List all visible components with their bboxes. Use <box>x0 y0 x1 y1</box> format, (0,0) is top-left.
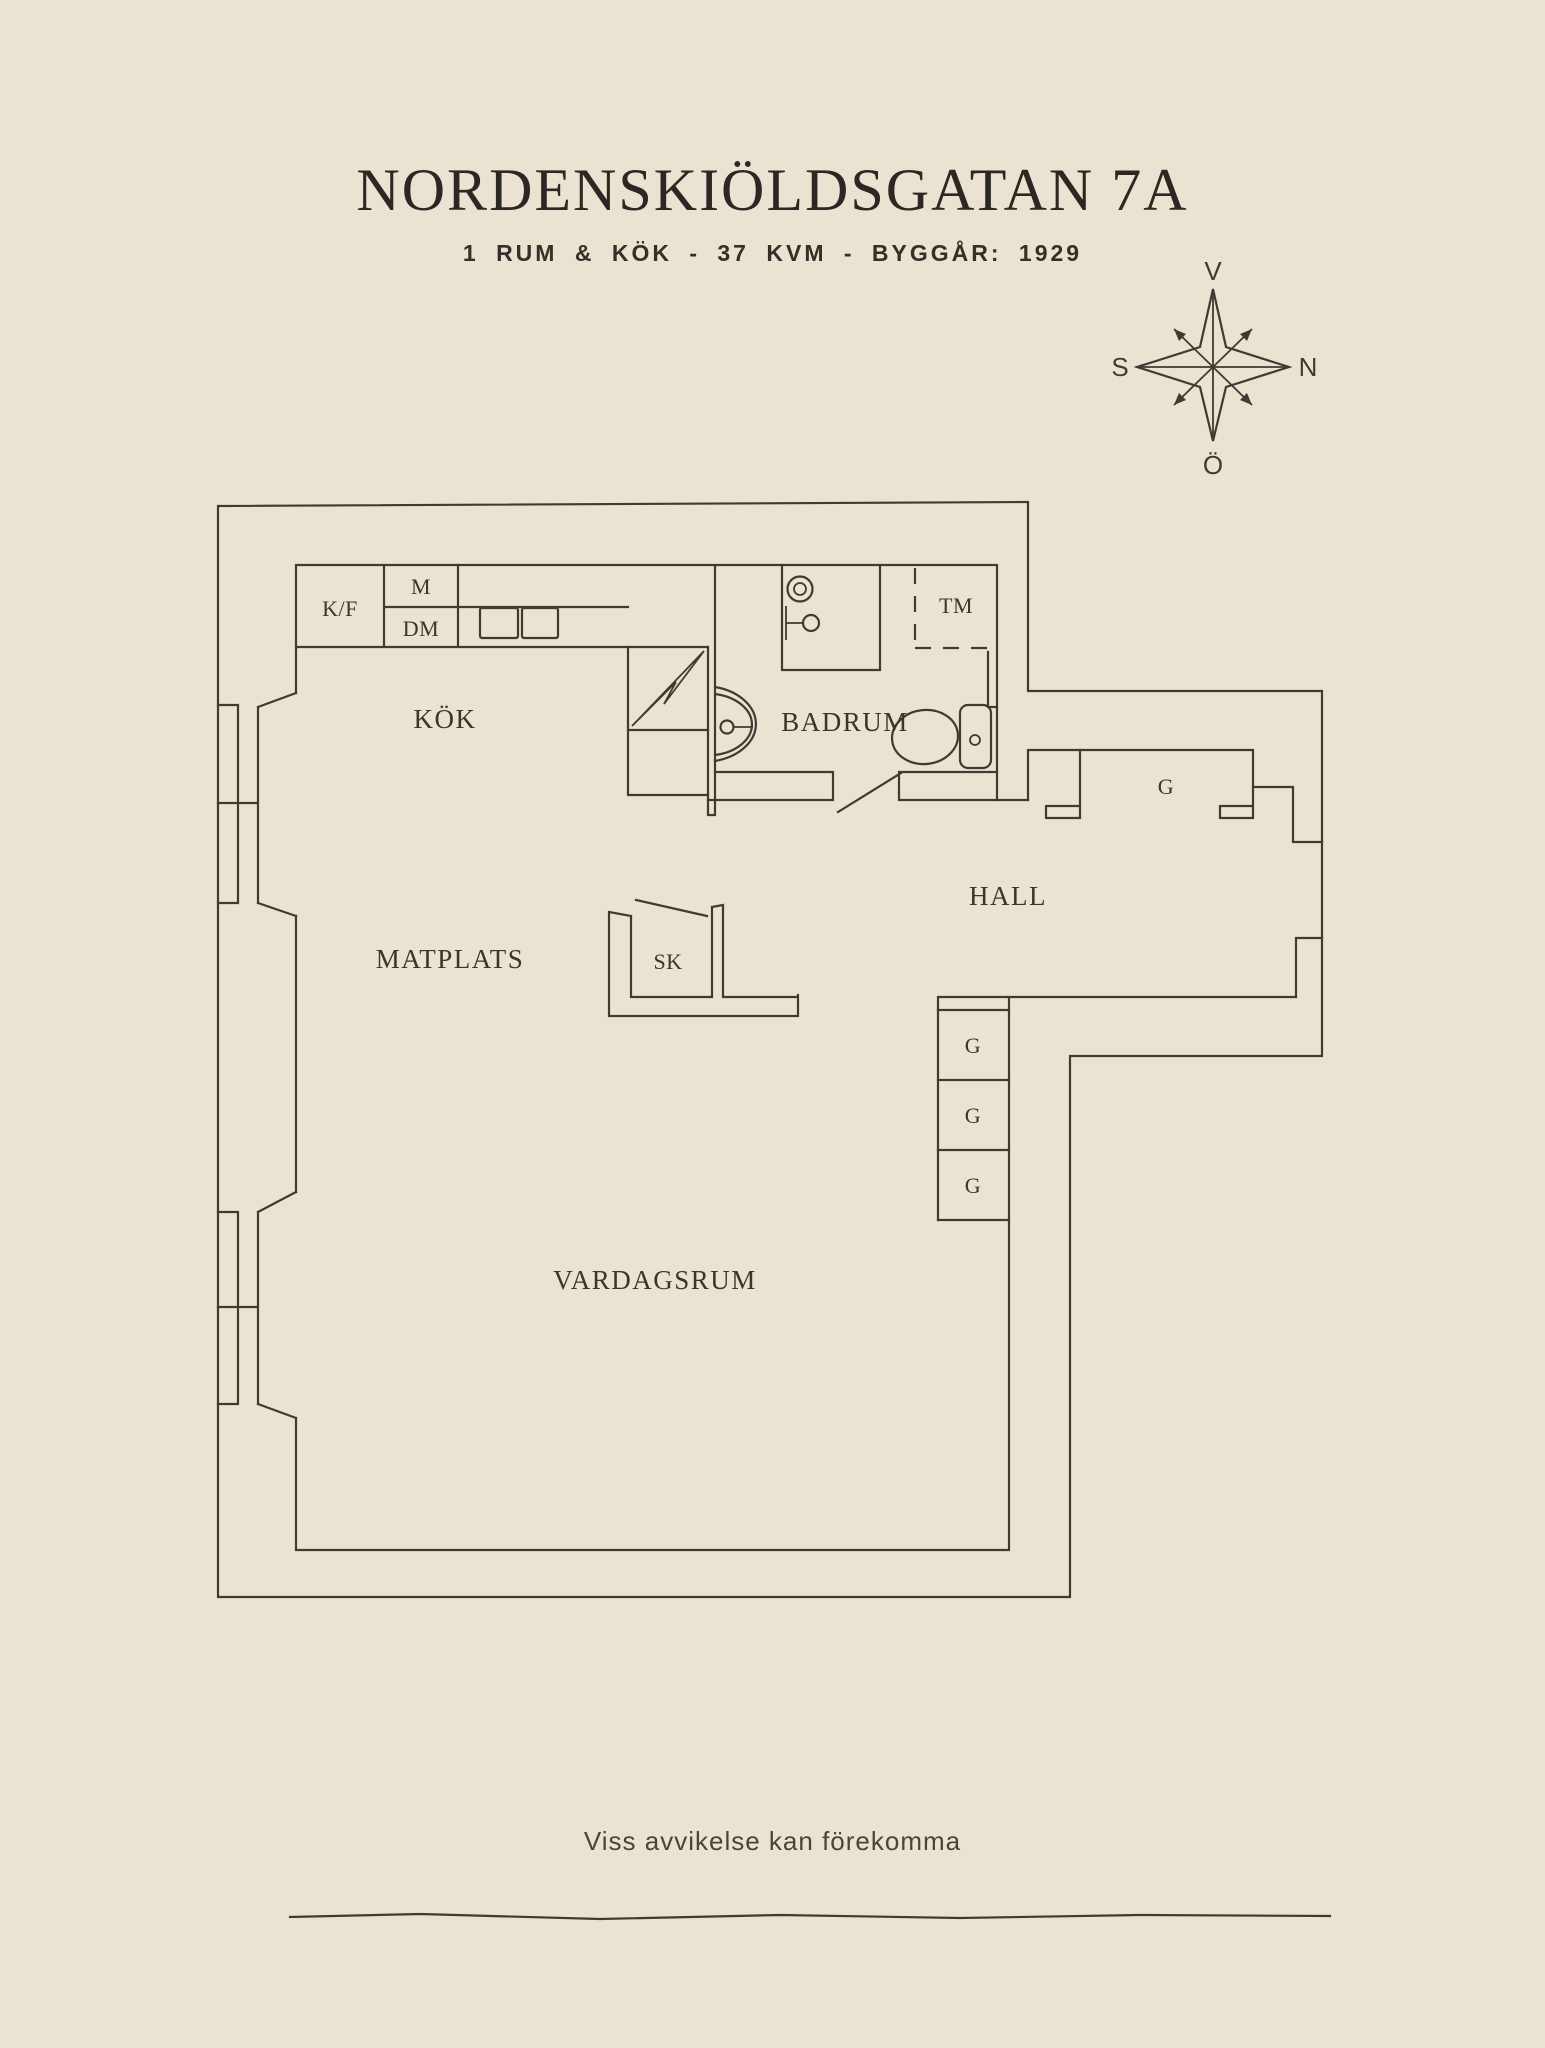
shower-valve-arm <box>785 606 804 640</box>
window-bay-upper <box>216 691 298 918</box>
sk-closet-label: SK <box>653 949 682 974</box>
compass-east-label: Ö <box>1203 450 1223 480</box>
window-lower-frame <box>216 1190 298 1420</box>
hall-wardrobe-niche <box>1044 748 1255 820</box>
compass-dart-sw <box>1174 393 1186 405</box>
toilet-bowl-icon <box>890 708 960 766</box>
window-upper-frame <box>216 691 298 918</box>
page-title: NORDENSKIÖLDSGATAN 7A <box>356 157 1189 223</box>
washing-machine-outline <box>913 568 997 650</box>
bathroom-door-leaf <box>836 771 903 814</box>
shaft-zigzag <box>631 650 705 727</box>
fridge-freezer-label: K/F <box>322 596 358 621</box>
compass-rose: V N S Ö <box>1111 256 1317 480</box>
separator-line <box>288 1912 1332 1921</box>
compass-west-label: V <box>1204 256 1222 286</box>
bathroom-sink-icon <box>713 685 758 763</box>
compass-south-label: S <box>1111 352 1128 382</box>
wardrobe-column-boxes <box>936 1008 1011 1222</box>
compass-north-label: N <box>1299 352 1318 382</box>
toilet-flush-button <box>969 734 981 746</box>
kitchen-sink-left <box>478 606 520 640</box>
badrum-label: BADRUM <box>781 707 909 737</box>
microwave-label: M <box>411 574 431 599</box>
hall-wardrobe-label: G <box>1158 774 1174 799</box>
wardrobe-column: G G G <box>936 1008 1011 1222</box>
kok-label: KÖK <box>414 704 477 734</box>
toilet-tank-icon <box>958 703 993 770</box>
hall-area: G HALL <box>969 748 1255 911</box>
entry-wall-details <box>1251 785 1324 999</box>
compass-dart-nw <box>1174 329 1186 341</box>
pipe-chase <box>986 650 999 709</box>
washing-machine-label: TM <box>939 593 973 618</box>
compass-axes <box>1137 289 1289 441</box>
wardrobe-3-label: G <box>965 1173 981 1198</box>
shaft-symbol <box>626 645 710 797</box>
shaft-box <box>626 645 710 797</box>
compass-dart-ne <box>1240 329 1252 341</box>
vardagsrum-label: VARDAGSRUM <box>553 1265 757 1295</box>
kitchen-sink-right <box>520 606 560 640</box>
wardrobe-2-label: G <box>965 1103 981 1128</box>
outer-wall-outline <box>216 500 1324 1599</box>
room-labels: KÖK MATPLATS VARDAGSRUM <box>376 704 757 1295</box>
shower-head-icon <box>786 575 814 603</box>
page-subtitle: 1 RUM & KÖK - 37 KVM - BYGGÅR: 1929 <box>462 240 1083 266</box>
sk-closet: SK <box>607 898 800 1018</box>
hall-label: HALL <box>969 881 1047 911</box>
sink-tap-icon <box>719 719 735 735</box>
sk-closet-walls <box>607 903 800 1018</box>
kitchen-cabinets: K/F M DM <box>294 563 630 649</box>
shower-enclosure <box>780 563 882 672</box>
bathroom: BADRUM TM <box>706 563 1030 814</box>
window-bay-lower <box>216 1190 298 1420</box>
wardrobe-1-label: G <box>965 1033 981 1058</box>
disclaimer-text: Viss avvikelse kan förekomma <box>583 1826 962 1856</box>
bathroom-south-wall <box>706 770 1030 802</box>
compass-dart-se <box>1240 393 1252 405</box>
shower-valve-icon <box>801 613 821 633</box>
dishwasher-label: DM <box>403 616 439 641</box>
matplats-label: MATPLATS <box>376 944 525 974</box>
compass-diagonals <box>1173 328 1253 406</box>
sk-closet-door <box>634 898 709 918</box>
cabinet-row <box>294 563 630 649</box>
shower-head-inner <box>793 582 807 596</box>
